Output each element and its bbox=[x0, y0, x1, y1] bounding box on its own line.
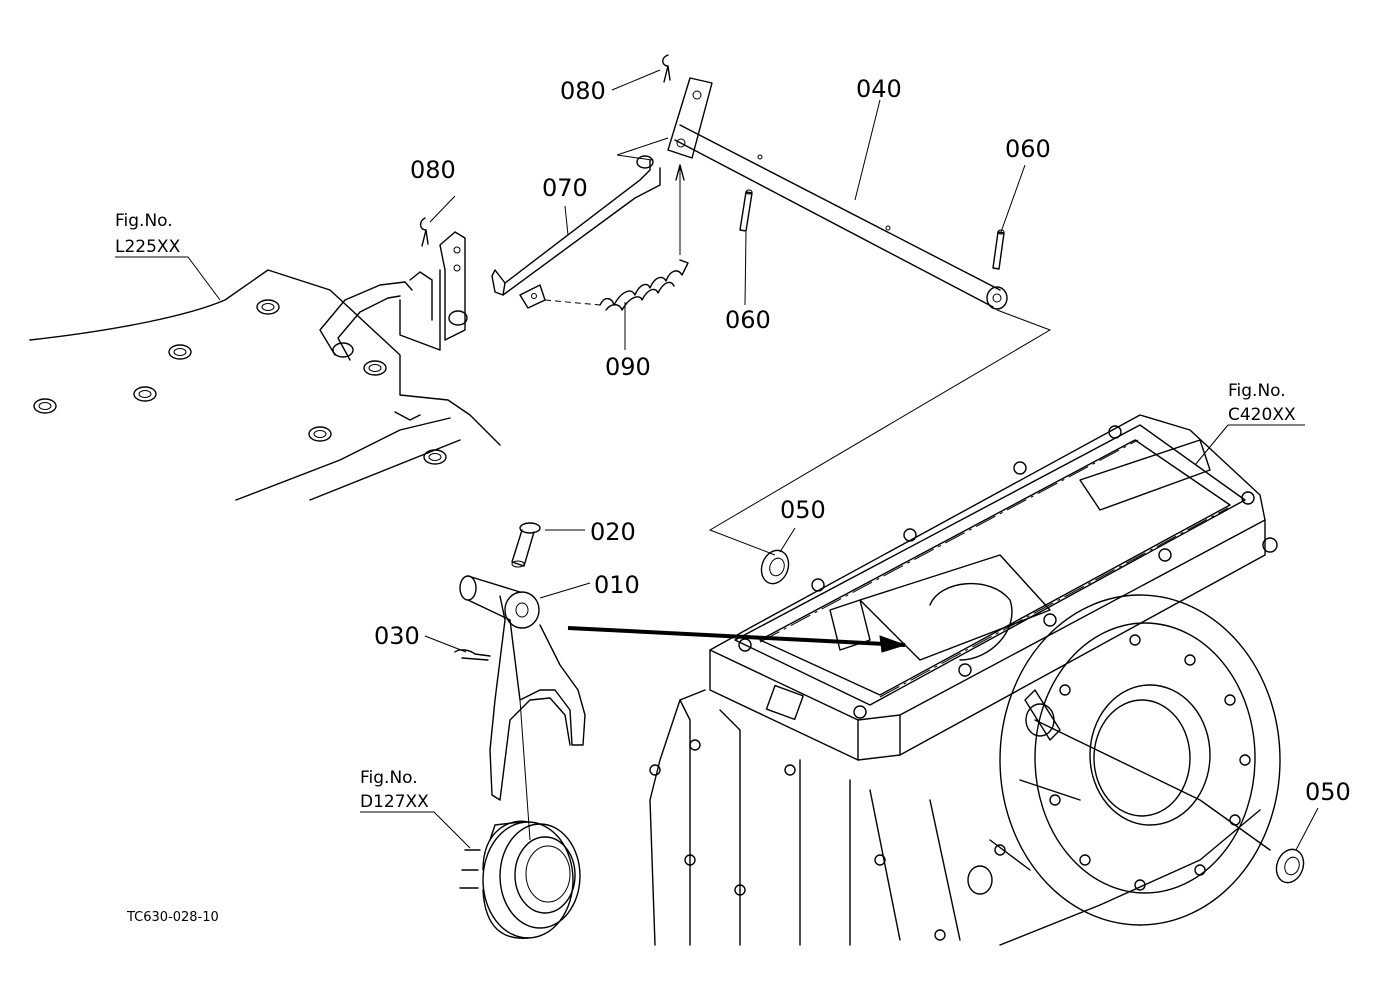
label-060-left: 060 bbox=[725, 306, 771, 334]
label-050-right: 050 bbox=[1305, 778, 1351, 806]
drawing-code: TC630-028-10 bbox=[126, 910, 219, 925]
release-bearing bbox=[459, 820, 581, 939]
fig-ref-c420-label: Fig.No. bbox=[1228, 381, 1286, 401]
label-010: 010 bbox=[594, 571, 640, 599]
label-050-top: 050 bbox=[780, 496, 826, 524]
label-080-left: 080 bbox=[410, 156, 456, 184]
cotter-pin-080-top bbox=[662, 54, 671, 83]
clevis-pin-020 bbox=[511, 522, 541, 568]
label-070: 070 bbox=[542, 174, 588, 202]
roll-pin-060-left bbox=[739, 189, 753, 232]
case-bolt-holes bbox=[649, 425, 1278, 941]
fig-ref-d127-label: Fig.No. bbox=[360, 768, 418, 788]
fig-ref-l225-code: L225XX bbox=[115, 237, 181, 257]
oil-seal-050-top bbox=[760, 549, 790, 585]
plate-bushings bbox=[33, 299, 447, 465]
leader-lines bbox=[115, 69, 1319, 851]
oil-seal-050-right bbox=[1275, 848, 1305, 884]
assembly-arrow bbox=[567, 626, 907, 653]
fig-ref-c420-code: C420XX bbox=[1228, 405, 1296, 425]
top-plate-assembly bbox=[29, 231, 501, 501]
fig-ref-l225-label: Fig.No. bbox=[115, 211, 173, 231]
label-060-right: 060 bbox=[1005, 135, 1051, 163]
fig-ref-d127-code: D127XX bbox=[360, 792, 429, 812]
label-020: 020 bbox=[590, 518, 636, 546]
label-080-top: 080 bbox=[560, 77, 606, 105]
roll-pin-060-right bbox=[992, 229, 1005, 270]
spring-090 bbox=[599, 164, 689, 311]
label-040: 040 bbox=[856, 75, 902, 103]
cotter-pin-080-left bbox=[419, 217, 429, 247]
rod-070 bbox=[491, 155, 661, 309]
transmission-case bbox=[649, 414, 1281, 946]
fig-ref-c420: Fig.No. C420XX bbox=[1228, 381, 1296, 425]
fig-ref-d127: Fig.No. D127XX bbox=[360, 768, 429, 812]
part-labels: 080 080 070 090 040 060 060 050 050 020 … bbox=[374, 75, 1351, 806]
shaft-040 bbox=[616, 77, 1052, 556]
shift-fork-010 bbox=[459, 575, 586, 841]
label-090: 090 bbox=[605, 353, 651, 381]
label-030: 030 bbox=[374, 622, 420, 650]
fig-ref-l225: Fig.No. L225XX bbox=[115, 211, 181, 257]
split-pin-030 bbox=[454, 649, 491, 661]
